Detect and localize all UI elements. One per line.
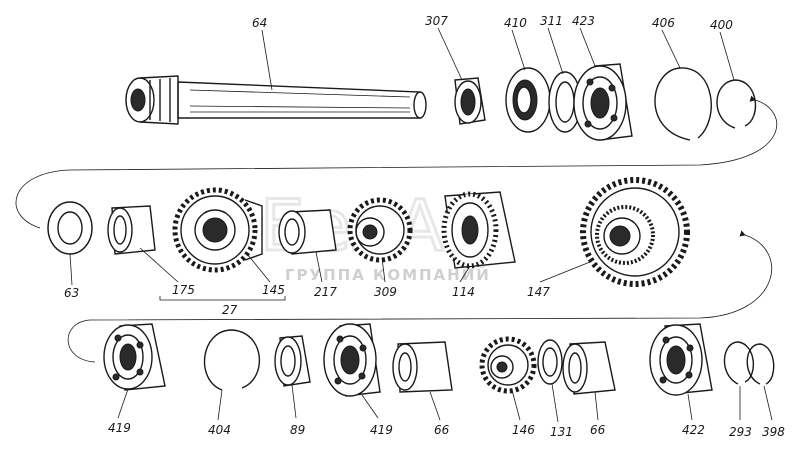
snap-ring-400 — [716, 79, 757, 129]
label-293: 293 — [729, 425, 752, 439]
gear-114 — [441, 191, 516, 269]
label-422: 422 — [682, 423, 705, 437]
bearing-419-left — [103, 323, 166, 391]
label-217: 217 — [314, 285, 337, 299]
bearing-423 — [573, 63, 633, 141]
bearing-410 — [505, 67, 551, 133]
ring-131 — [537, 339, 563, 385]
ring-311 — [548, 71, 582, 133]
connector-curve-1 — [15, 95, 778, 229]
label-66-right: 66 — [590, 423, 606, 437]
label-114: 114 — [452, 285, 475, 299]
label-131: 131 — [550, 425, 573, 439]
label-311: 311 — [540, 14, 563, 28]
label-410: 410 — [504, 16, 527, 30]
ring-398 — [746, 343, 775, 385]
label-419-right: 419 — [370, 423, 393, 437]
gear-145 — [172, 187, 263, 273]
gear-147 — [580, 177, 690, 287]
label-63: 63 — [64, 286, 79, 300]
label-398: 398 — [762, 425, 785, 439]
gear-146 — [479, 336, 537, 394]
label-146: 146 — [512, 423, 535, 437]
label-400: 400 — [710, 18, 733, 32]
bushing-66-left — [392, 341, 453, 393]
label-89: 89 — [290, 423, 305, 437]
bushing-89 — [274, 335, 311, 387]
label-27: 27 — [222, 303, 238, 317]
bushing-175 — [107, 205, 156, 255]
bushing-217 — [278, 209, 337, 255]
shaft-64 — [125, 75, 427, 125]
washer-63 — [47, 201, 93, 255]
label-64: 64 — [252, 16, 267, 30]
leader-lines — [69, 27, 773, 423]
label-406: 406 — [652, 16, 675, 30]
snap-ring-404 — [203, 329, 261, 391]
label-404: 404 — [208, 423, 231, 437]
label-309: 309 — [374, 285, 397, 299]
watermark-text: ГРУППА КОМПАНИЙ — [285, 265, 491, 284]
label-423: 423 — [572, 14, 595, 28]
bearing-419-right — [323, 323, 381, 397]
snap-ring-406 — [654, 67, 712, 141]
bushing-307 — [454, 77, 486, 125]
bushing-66-right — [562, 341, 616, 395]
label-147: 147 — [527, 285, 550, 299]
label-175: 175 — [172, 283, 195, 297]
label-419-left: 419 — [108, 421, 131, 435]
ring-293 — [723, 341, 755, 385]
label-307: 307 — [425, 14, 448, 28]
label-66-left: 66 — [434, 423, 450, 437]
connector-curve-2 — [67, 230, 772, 363]
label-145: 145 — [262, 283, 285, 297]
bearing-422 — [649, 323, 713, 396]
gear-309 — [347, 197, 413, 263]
